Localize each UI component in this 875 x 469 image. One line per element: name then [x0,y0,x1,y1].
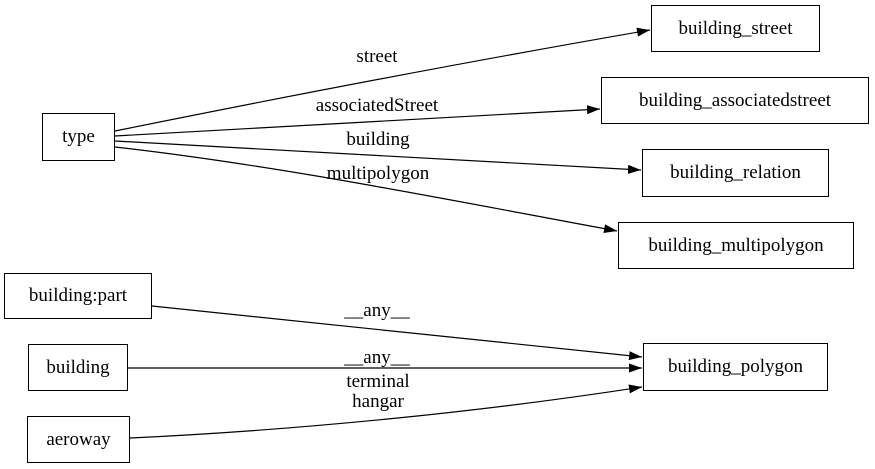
edge-building-part-to-building-polygon [151,305,643,361]
edge-label-type-to-building-relation: building [346,129,410,150]
node-building-multipolygon: building_multipolygon [618,222,854,269]
edge-label-building-to-building-polygon: __any__ [344,347,410,368]
node-aeroway: aeroway [27,416,130,463]
node-building-associatedstreet: building_associatedstreet [601,77,869,124]
node-building-relation: building_relation [642,149,829,197]
edge-type-to-building-multipolygon [114,146,618,234]
edge-label-aeroway-to-building-polygon: terminal hangar [346,371,410,412]
node-building-polygon: building_polygon [643,343,828,391]
edge-type-to-building-relation [114,140,642,174]
edge-label-type-to-building-street: street [356,46,398,67]
node-building-street: building_street [651,5,820,52]
edge-type-to-building-associatedstreet [114,105,601,137]
node-building: building [28,344,128,391]
edge-aeroway-to-building-polygon [129,384,643,439]
edge-label-type-to-building-associatedstreet: associatedStreet [315,95,439,116]
edge-label-type-to-building-multipolygon: multipolygon [326,163,430,184]
edge-label-building-part-to-building-polygon: __any__ [344,300,410,321]
node-type: type [42,113,115,161]
edge-type-to-building-street [114,27,651,132]
node-building-part: building:part [4,273,152,319]
edges-group [114,27,651,439]
